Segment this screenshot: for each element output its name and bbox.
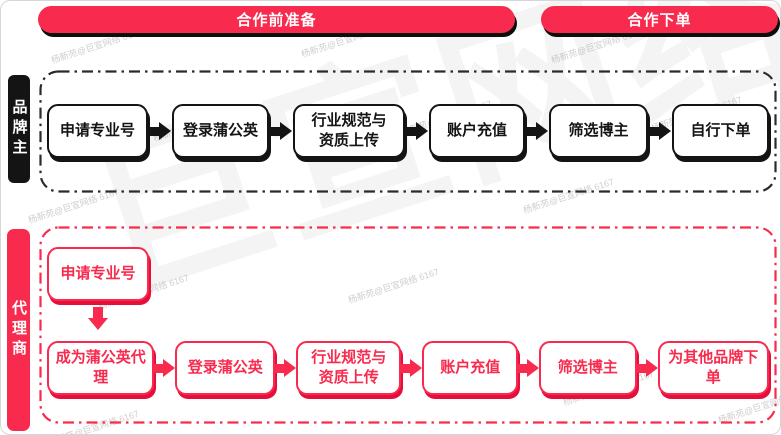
brand-step-qualification-upload: 行业规范与 资质上传: [293, 103, 405, 159]
lane-label-agent: 代理商: [7, 229, 30, 431]
agent-step-login: 登录蒲公英: [175, 341, 275, 395]
agent-step-qualification-upload: 行业规范与 资质上传: [295, 340, 402, 396]
arrow-right-icon: [274, 359, 296, 377]
agent-step-recharge: 账户充值: [422, 341, 519, 395]
brand-step-select-blogger: 筛选博主: [549, 104, 648, 158]
brand-step-recharge: 账户充值: [429, 104, 525, 158]
brand-step-apply-account: 申请专业号: [47, 104, 148, 158]
arrow-right-icon: [526, 122, 548, 140]
phase-banner-ordering: 合作下单: [541, 6, 778, 33]
phase-banner-preparation: 合作前准备: [38, 6, 515, 33]
brand-lane-border: [39, 70, 777, 193]
lane-label-brand-owner: 品牌主: [8, 75, 30, 183]
agent-lane-steps: 成为蒲公英代理 登录蒲公英 行业规范与 资质上传 账户充值 筛选博主 为其他品牌…: [47, 336, 769, 400]
agent-lane-border: [39, 226, 777, 424]
brand-step-self-order: 自行下单: [672, 104, 769, 158]
arrow-right-icon: [401, 359, 423, 377]
arrow-right-icon: [149, 122, 171, 140]
agent-step-order-for-brands: 为其他品牌下单: [657, 340, 769, 396]
arrow-right-icon: [406, 122, 428, 140]
arrow-right-icon: [636, 359, 658, 377]
arrow-right-icon: [270, 122, 292, 140]
arrow-right-icon: [649, 122, 671, 140]
arrow-right-icon: [518, 359, 540, 377]
arrow-down-icon: [88, 307, 108, 330]
agent-step-become-agent: 成为蒲公英代理: [47, 340, 155, 396]
brand-step-login: 登录蒲公英: [172, 104, 269, 158]
agent-step-select-blogger: 筛选博主: [539, 341, 637, 395]
brand-lane-steps: 申请专业号 登录蒲公英 行业规范与 资质上传 账户充值 筛选博主 自行下单: [47, 71, 769, 191]
agent-step-apply-account: 申请专业号: [47, 247, 149, 301]
arrow-right-icon: [154, 359, 176, 377]
